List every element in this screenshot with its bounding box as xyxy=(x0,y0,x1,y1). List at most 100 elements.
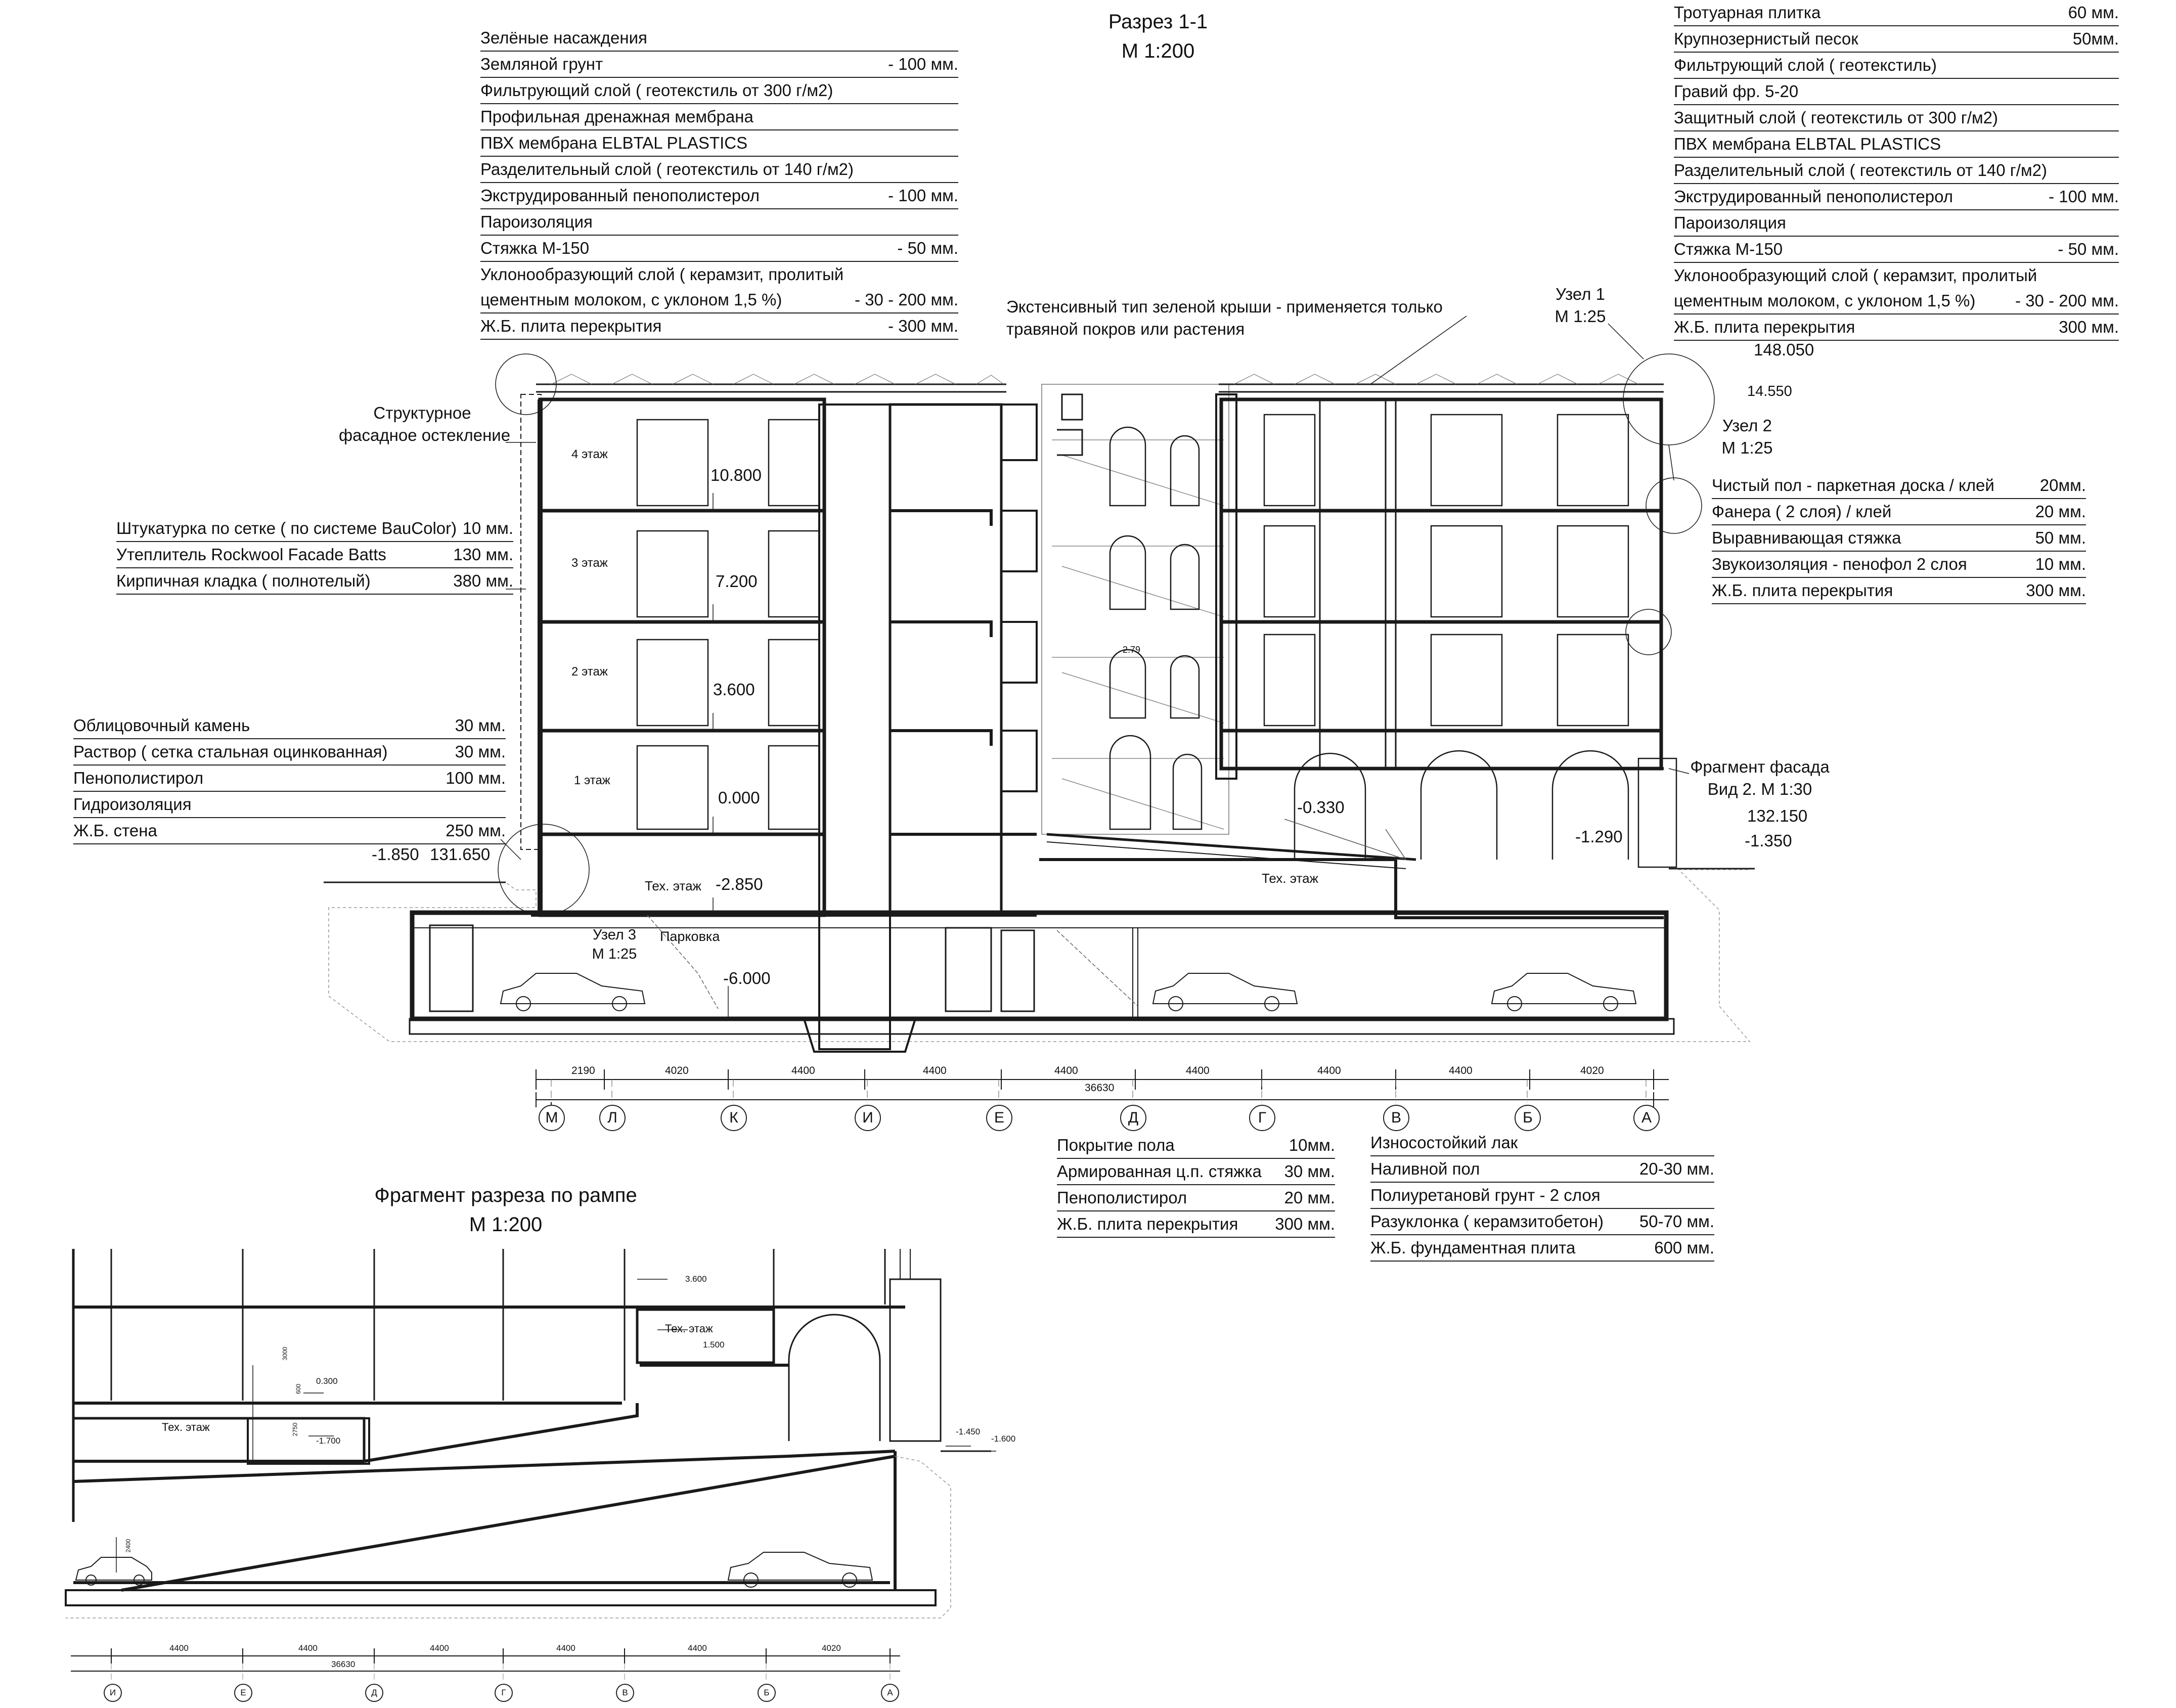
ramp-axis-marker: Д xyxy=(365,1684,383,1702)
ramp-section-drawing xyxy=(65,1249,996,1684)
spec-row: Пароизоляция xyxy=(1674,210,2119,237)
wall-spec: Штукатурка по сетке ( по системе BauColo… xyxy=(116,516,513,595)
node3-title: Узел 3 xyxy=(592,927,637,943)
dim-span: 4400 xyxy=(923,1065,947,1076)
spec-row: Раствор ( сетка стальная оцинкованная)30… xyxy=(73,739,506,766)
roof-left-spec: Зелёные насаждения Земляной грунт- 100 м… xyxy=(480,25,958,340)
level-m1350: -1.350 xyxy=(1745,831,1792,850)
spec-row: Уклонообразующий слой ( керамзит, пролит… xyxy=(1674,266,2037,285)
level-m6000: -6.000 xyxy=(723,969,771,987)
node1-label: Узел 1 М 1:25 xyxy=(1547,283,1613,328)
spec-row: Гидроизоляция xyxy=(73,792,506,818)
dim-span: 4400 xyxy=(791,1065,815,1076)
axis-marker: К xyxy=(721,1105,747,1131)
ramp-tech-floor: Тех. этаж xyxy=(665,1322,713,1335)
section-title-text: Разрез 1-1 xyxy=(1108,11,1208,33)
level-3600: 3.600 xyxy=(713,680,755,699)
parking-label: Парковка xyxy=(660,929,720,944)
main-section-drawing xyxy=(324,316,1755,1107)
dim-span: 4400 xyxy=(1054,1065,1078,1076)
ramp-dim-v: 3000 xyxy=(281,1346,289,1361)
node2-scale: М 1:25 xyxy=(1721,438,1773,457)
ramp-dim-span: 4400 xyxy=(430,1643,449,1653)
ramp-axis-marker: И xyxy=(104,1684,122,1702)
spec-row: цементным молоком, с уклоном 1,5 %)- 30 … xyxy=(1674,288,2119,314)
green-roof-note: Экстенсивный тип зеленой крыши - применя… xyxy=(1006,296,1443,340)
spec-row: Стяжка М-150- 50 мм. xyxy=(1674,237,2119,263)
ramp-dim-v: 600 xyxy=(295,1383,302,1395)
spec-row: Пароизоляция xyxy=(480,209,958,236)
floor-label-3: 3 этаж xyxy=(571,556,608,570)
axis-marker: Л xyxy=(599,1105,626,1131)
green-roof-note-line2: травяной покров или растения xyxy=(1006,320,1245,338)
stair-mark: 2.79 xyxy=(1123,645,1141,655)
dim-total: 36630 xyxy=(1085,1082,1115,1094)
spec-row: Разделительный слой ( геотекстиль от 140… xyxy=(480,157,958,183)
floor-label-4: 4 этаж xyxy=(571,447,608,461)
ramp-level-3600: 3.600 xyxy=(685,1274,707,1284)
spec-row: Профильная дренажная мембрана xyxy=(480,104,958,130)
facade-fragment-scale: Вид 2. М 1:30 xyxy=(1707,780,1812,798)
glazing-note-line1: Структурное xyxy=(373,403,471,422)
axis-marker: В xyxy=(1383,1105,1409,1131)
dim-span: 4020 xyxy=(665,1065,689,1076)
dim-span: 4400 xyxy=(1186,1065,1210,1076)
green-roof-note-line1: Экстенсивный тип зеленой крыши - применя… xyxy=(1006,297,1443,316)
spec-row: Уклонообразующий слой ( керамзит, пролит… xyxy=(480,265,844,284)
ramp-level-m1450: -1.450 xyxy=(956,1427,981,1436)
floor-label-2: 2 этаж xyxy=(571,665,608,679)
dim-span: 4400 xyxy=(1317,1065,1341,1076)
level-m2850: -2.850 xyxy=(716,875,763,893)
spec-row: Разуклонка ( керамзитобетон)50-70 мм. xyxy=(1370,1209,1714,1235)
ramp-dim-span: 4400 xyxy=(298,1643,318,1653)
axis-marker: Е xyxy=(986,1105,1012,1131)
facade-fragment-label: Фрагмент фасада Вид 2. М 1:30 xyxy=(1684,756,1836,800)
node2-label: Узел 2 М 1:25 xyxy=(1714,415,1780,459)
ramp-dim-span: 4400 xyxy=(556,1643,575,1653)
spec-row: Стяжка М-150- 50 мм. xyxy=(480,236,958,262)
spec-row: цементным молоком, с уклоном 1,5 %)- 30 … xyxy=(480,287,958,313)
ramp-dim-v: 2750 xyxy=(291,1422,299,1436)
level-m1290: -1.290 xyxy=(1575,827,1623,846)
axis-marker: Д xyxy=(1120,1105,1146,1131)
spec-row: Экструдированный пенополистерол- 100 мм. xyxy=(480,183,958,209)
spec-row: Фильтрующий слой ( геотекстиль от 300 г/… xyxy=(480,78,958,104)
section-title: Разрез 1-1 М 1:200 xyxy=(1077,7,1239,66)
spec-row: Гравий фр. 5-20 xyxy=(1674,79,2119,105)
spec-row: Земляной грунт- 100 мм. xyxy=(480,52,958,78)
ramp-level-0300: 0.300 xyxy=(316,1376,338,1386)
floor-label-1: 1 этаж xyxy=(574,774,610,787)
level-0: 0.000 xyxy=(718,788,760,807)
spec-row: Разделительный слой ( геотекстиль от 140… xyxy=(1674,158,2119,184)
ramp-level-m1600: -1.600 xyxy=(991,1434,1016,1444)
level-m1850: -1.850 xyxy=(372,845,419,864)
spec-row: Износостойкий лак xyxy=(1370,1130,1714,1156)
ramp-axis-marker: Е xyxy=(234,1684,252,1702)
dim-span: 4400 xyxy=(1449,1065,1473,1076)
level-7200: 7.200 xyxy=(716,572,758,591)
dim-span: 2190 xyxy=(571,1065,595,1076)
axis-marker: А xyxy=(1633,1105,1660,1131)
ramp-dim-total: 36630 xyxy=(331,1659,356,1669)
level-10800: 10.800 xyxy=(710,466,762,484)
ramp-tech-floor-left: Тех. этаж xyxy=(162,1421,210,1433)
node1-scale: М 1:25 xyxy=(1555,307,1606,326)
abs-148050: 148.050 xyxy=(1754,340,1814,359)
ramp-axis-marker: А xyxy=(881,1684,899,1702)
tech-floor-label-left: Тех. этаж xyxy=(645,878,701,893)
ramp-level-1500: 1.500 xyxy=(703,1340,725,1350)
